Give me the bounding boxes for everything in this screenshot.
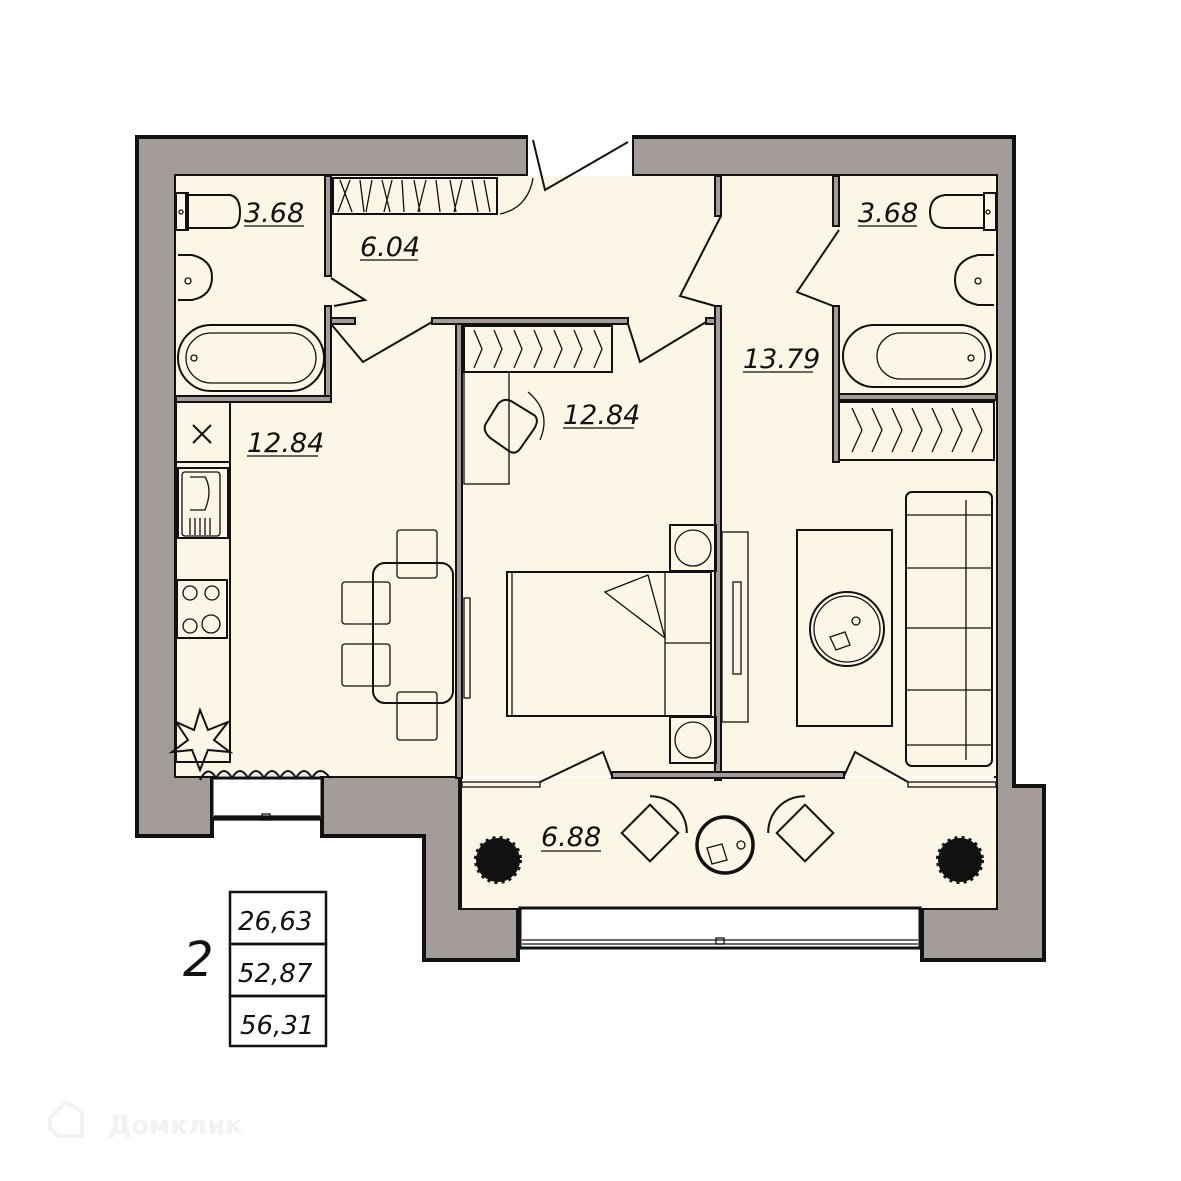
outer-walls-bottom-left [320, 774, 520, 962]
door-bathroom-right [795, 229, 840, 307]
loggia-window-bay [518, 906, 922, 950]
kitchen-window-bay [210, 776, 324, 820]
room-area-labels: 3.68 6.04 3.68 12.84 12.84 13.79 6.88 [244, 198, 918, 853]
area-label-bedroom: 12.84 [563, 400, 640, 431]
entrance-door[interactable] [532, 139, 629, 192]
bedroom-wardrobe [463, 325, 613, 485]
doors[interactable] [330, 215, 909, 783]
area-label-living-room: 13.79 [743, 344, 820, 375]
door-kitchen [330, 321, 433, 364]
watermark-text: Домклик [108, 1111, 243, 1141]
bathroom-right-fixtures [842, 192, 997, 388]
area-label-bathroom-right: 3.68 [858, 198, 918, 229]
living-furniture [721, 491, 993, 767]
door-bedroom [627, 321, 707, 364]
living-wardrobe [838, 401, 995, 461]
area-label-kitchen: 12.84 [247, 428, 324, 459]
area-label-bathroom-left: 3.68 [244, 198, 304, 229]
door-living-hall [678, 215, 722, 307]
area-label-loggia: 6.88 [541, 822, 601, 853]
hallway-wardrobe [332, 177, 498, 215]
bathroom-left-fixtures [175, 192, 325, 392]
total-area-with-loggia-value: 56,31 [240, 1011, 314, 1041]
loggia-furniture [474, 795, 984, 884]
kitchen-fixtures [168, 401, 454, 781]
floor-loggia [462, 778, 996, 908]
area-label-hallway: 6.04 [360, 232, 420, 263]
entrance-gap [528, 130, 632, 176]
bedroom-bed [463, 524, 717, 764]
rooms-count: 2 [183, 932, 214, 988]
domclick-logo-icon [48, 1099, 84, 1138]
floor-main [176, 176, 996, 776]
door-loggia-left [539, 750, 613, 783]
door-bathroom-left [330, 277, 368, 307]
watermark: Домклик [48, 1099, 243, 1141]
living-area-value: 26,63 [238, 907, 312, 937]
area-summary: 2 26,63 52,87 56,31 [183, 890, 328, 1048]
loggia-glazing [461, 781, 997, 788]
door-loggia-right [843, 750, 909, 783]
total-area-value: 52,87 [238, 959, 313, 989]
